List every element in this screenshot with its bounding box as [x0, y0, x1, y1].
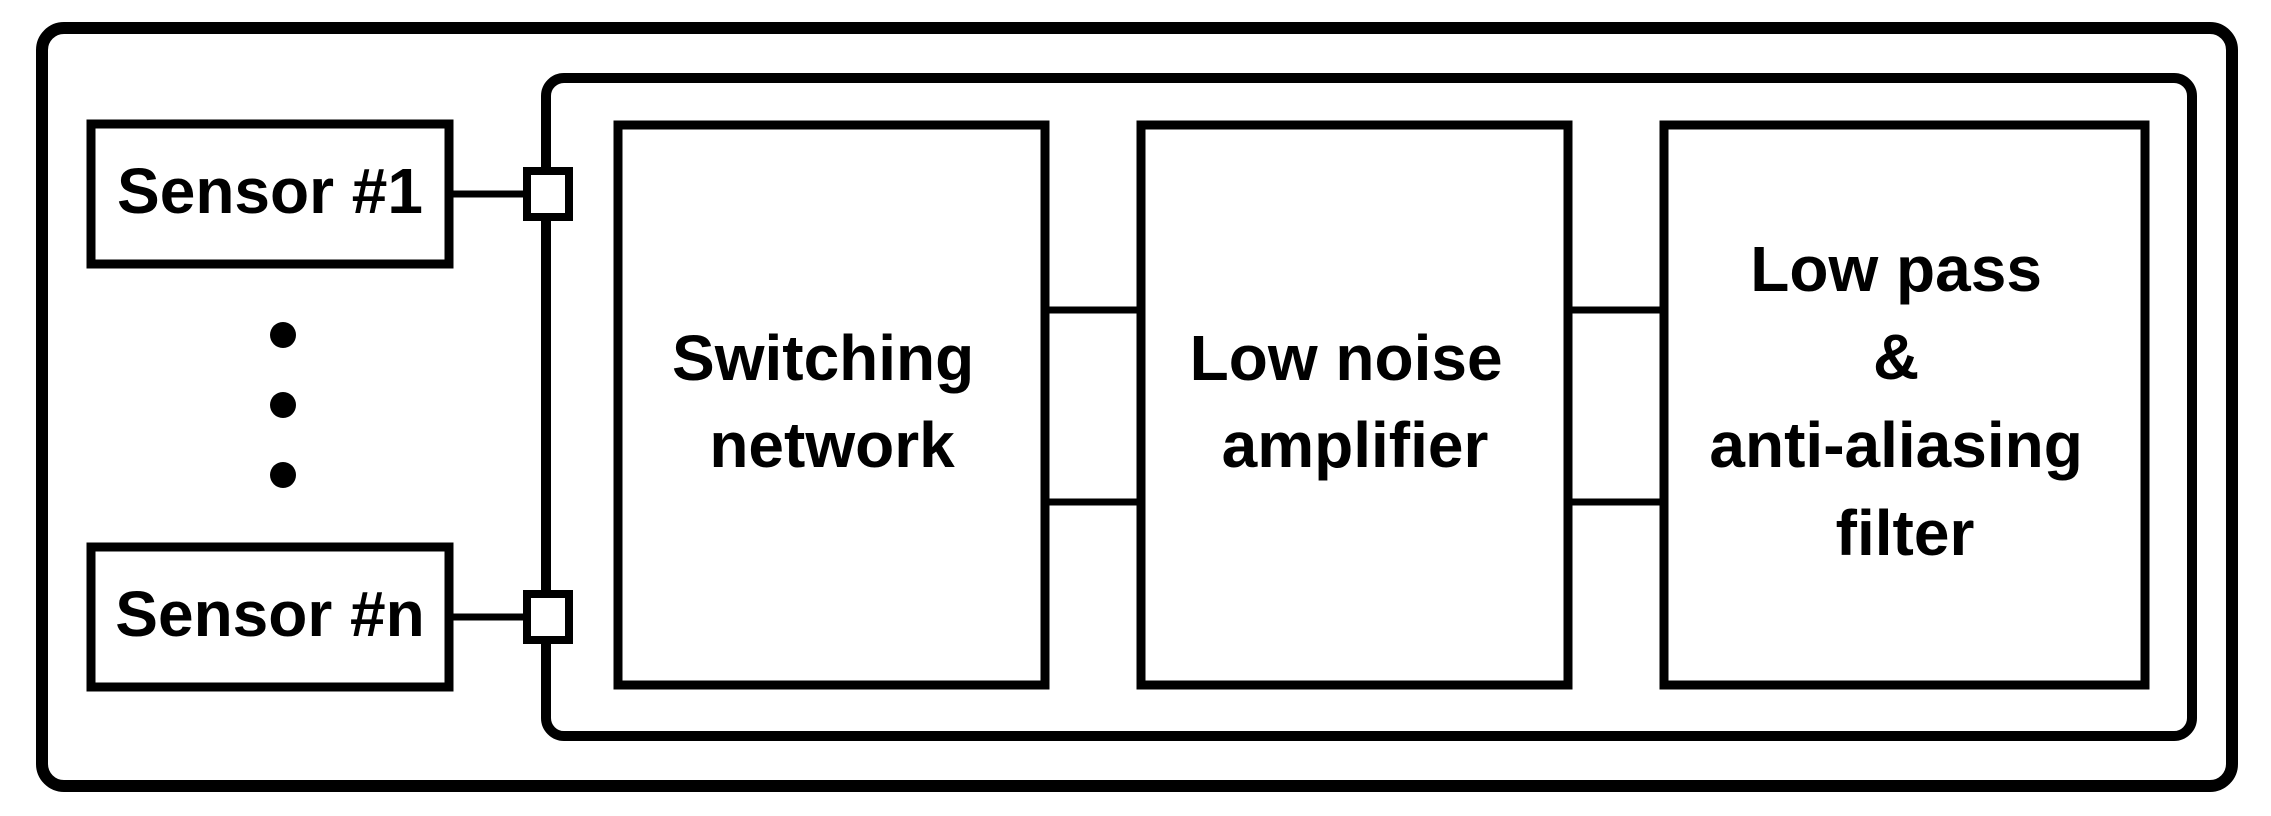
- anti-aliasing-filter-label: Low pass & anti-aliasing filter: [1709, 233, 2100, 569]
- low-noise-amplifier-line-2: amplifier: [1222, 409, 1489, 481]
- ellipsis-dot-3: [270, 462, 296, 488]
- ellipsis-dot-2: [270, 392, 296, 418]
- ellipsis-dot-1: [270, 322, 296, 348]
- filter-line-2: &: [1873, 321, 1919, 393]
- low-noise-amplifier-line-1: Low noise: [1190, 322, 1503, 394]
- low-noise-amplifier-block: [1136, 120, 1573, 690]
- low-noise-amplifier-label: Low noise amplifier: [1190, 322, 1521, 481]
- filter-line-3: anti-aliasing: [1709, 409, 2082, 481]
- sensor-ellipsis: [270, 322, 296, 488]
- filter-line-1: Low pass: [1750, 233, 2042, 305]
- sensor-1-box: [86, 119, 454, 269]
- switching-network-label: Switching network: [672, 322, 992, 481]
- anti-aliasing-filter-block: [1659, 120, 2150, 690]
- sensor-1-port: [523, 167, 573, 221]
- filter-line-4: filter: [1836, 497, 1975, 569]
- sensor-n-port: [523, 590, 573, 644]
- sensor-1-label: Sensor #1: [117, 155, 423, 227]
- sensor-1: Sensor #1: [86, 119, 454, 269]
- sensor-n-box: [86, 542, 454, 692]
- switching-network-line-1: Switching: [672, 322, 974, 394]
- switching-network-block: [613, 120, 1050, 690]
- switching-network-line-2: network: [709, 409, 955, 481]
- sensor-n: Sensor #n: [86, 542, 454, 692]
- sensor-n-label: Sensor #n: [115, 578, 424, 650]
